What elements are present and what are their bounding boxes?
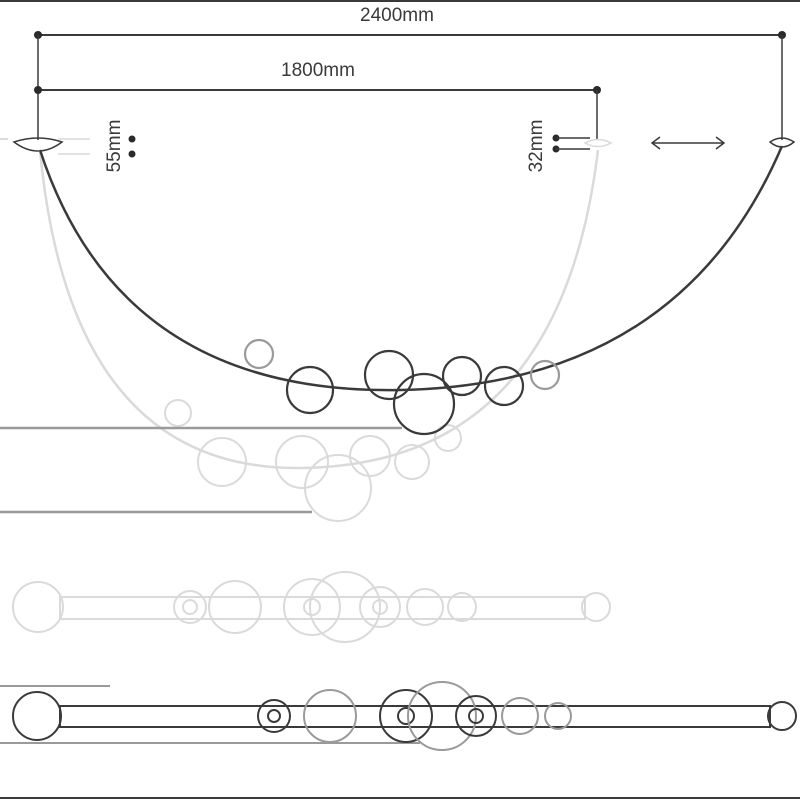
- dimension-canopy-55: 55mm: [58, 120, 136, 173]
- dimension-label-inner: 1800mm: [281, 60, 355, 81]
- dimension-overall-width: 2400mm: [34, 5, 786, 140]
- double-headed-arrow-icon: [650, 136, 726, 150]
- ceiling-canopy-left: [12, 137, 64, 152]
- dimension-label-32mm: 32mm: [526, 120, 547, 173]
- plan-view-2400: [0, 681, 797, 751]
- ghost-pendant-1800: [38, 149, 600, 522]
- dimension-label-overall: 2400mm: [360, 5, 434, 26]
- ceiling-canopy-right: [768, 137, 796, 148]
- plan-view-1800: [12, 571, 611, 643]
- main-pendant-2400: [38, 145, 784, 436]
- dimension-canopy-32: 32mm: [526, 120, 590, 173]
- ceiling-canopy-ghost: [583, 138, 613, 148]
- dimension-inner-width: 1800mm: [34, 60, 601, 140]
- side-elevation-lines: [0, 426, 402, 514]
- dimension-label-55mm: 55mm: [104, 120, 125, 173]
